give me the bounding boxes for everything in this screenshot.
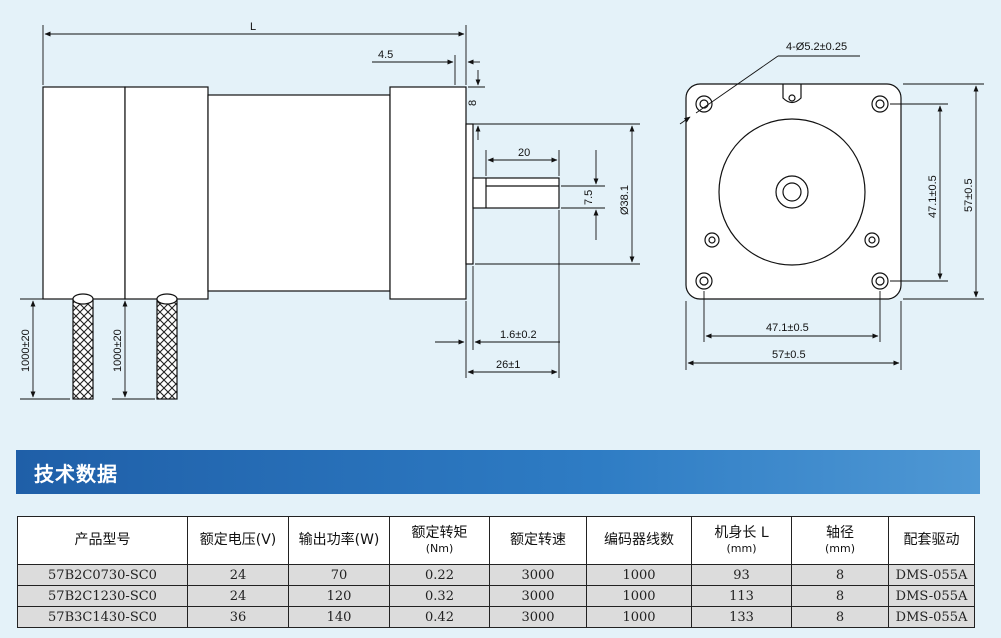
header-speed: 额定转速 — [489, 516, 587, 565]
side-view-labels: L 4.5 8 20 7.5 Ø38.1 1.6±0.2 26±1 1000±2… — [20, 21, 631, 372]
lead-wire-1 — [72, 298, 94, 400]
cell-model: 57B3C1430-SC0 — [17, 606, 188, 628]
cell-voltage: 36 — [187, 606, 289, 628]
side-hole — [868, 236, 876, 244]
flat-height-label: 7.5 — [583, 190, 595, 205]
header-driver: 配套驱动 — [888, 516, 975, 565]
cell-encoder: 1000 — [586, 585, 692, 607]
hole-pitch-h-label: 47.1±0.5 — [766, 322, 809, 334]
cell-shaft: 8 — [791, 564, 889, 586]
side-view — [42, 86, 560, 400]
flange-step-label: 8 — [467, 100, 479, 106]
mount-hole — [699, 99, 709, 109]
table-row: 57B3C1430-SC0 36 140 0.42 3000 1000 133 … — [17, 606, 975, 628]
cell-shaft: 8 — [791, 606, 889, 628]
mount-hole — [871, 272, 889, 290]
section-header: 技术数据 — [16, 450, 980, 494]
motor-technical-drawing: L 4.5 8 20 7.5 Ø38.1 1.6±0.2 26±1 1000±2… — [20, 21, 984, 400]
holes-label: 4-Ø5.2±0.25 — [786, 41, 847, 53]
side-view-dimensions — [20, 25, 640, 400]
front-view — [685, 83, 902, 300]
shaft-flat-label: 20 — [518, 147, 530, 159]
cell-speed: 3000 — [489, 564, 587, 586]
cell-model: 57B2C0730-SC0 — [17, 564, 188, 586]
header-length: 机身长 L(mm) — [691, 516, 792, 565]
cell-torque: 0.22 — [389, 564, 490, 586]
hole-pitch-v-label: 47.1±0.5 — [927, 175, 939, 218]
mount-hole — [871, 95, 889, 113]
side-hole — [864, 232, 880, 248]
cell-torque: 0.32 — [389, 585, 490, 607]
header-power: 输出功率(W) — [288, 516, 390, 565]
cell-power: 120 — [288, 585, 390, 607]
front-view-labels: 4-Ø5.2±0.25 47.1±0.5 57±0.5 47.1±0.5 57±… — [766, 41, 975, 361]
motor-body — [207, 94, 391, 292]
cell-driver: DMS-055A — [888, 564, 975, 586]
body-v-label: 57±0.5 — [963, 178, 975, 212]
mount-hole — [875, 276, 885, 286]
boss-label: 1.6±0.2 — [500, 329, 537, 341]
cell-length: 113 — [691, 585, 792, 607]
shaft — [472, 177, 560, 209]
cell-encoder: 1000 — [586, 564, 692, 586]
front-view-dimensions — [679, 55, 984, 370]
mount-hole — [699, 276, 709, 286]
header-encoder: 编码器线数 — [586, 516, 692, 565]
lead-length-label-2: 1000±20 — [112, 329, 124, 372]
side-hole — [708, 236, 716, 244]
spec-table: 产品型号 额定电压(V) 输出功率(W) 额定转矩(Nm) 额定转速 编码器线数… — [17, 516, 975, 628]
cell-voltage: 24 — [187, 585, 289, 607]
cell-power: 70 — [288, 564, 390, 586]
table-header-row: 产品型号 额定电压(V) 输出功率(W) 额定转矩(Nm) 额定转速 编码器线数… — [17, 516, 975, 565]
shaft-length-label: 26±1 — [496, 359, 520, 371]
rear-cap-ring — [124, 86, 209, 300]
shaft-boss — [775, 175, 809, 209]
stator-outline — [718, 118, 866, 266]
cell-speed: 3000 — [489, 606, 587, 628]
cell-voltage: 24 — [187, 564, 289, 586]
header-torque: 额定转矩(Nm) — [389, 516, 490, 565]
cell-torque: 0.42 — [389, 606, 490, 628]
cell-power: 140 — [288, 606, 390, 628]
mount-hole — [695, 95, 713, 113]
pilot-diameter-label: Ø38.1 — [619, 185, 631, 215]
front-flange — [389, 86, 467, 300]
cell-shaft: 8 — [791, 585, 889, 607]
mount-hole — [695, 272, 713, 290]
cell-model: 57B2C1230-SC0 — [17, 585, 188, 607]
cell-driver: DMS-055A — [888, 585, 975, 607]
shaft-end — [782, 182, 802, 202]
header-model: 产品型号 — [17, 516, 188, 565]
lead-wire-2 — [156, 298, 178, 400]
cell-length: 133 — [691, 606, 792, 628]
side-hole — [704, 232, 720, 248]
length-label: L — [250, 21, 256, 33]
flange-label: 4.5 — [378, 49, 393, 61]
mount-hole — [875, 99, 885, 109]
pilot-boss — [465, 123, 474, 265]
section-title: 技术数据 — [34, 461, 118, 486]
table-row: 57B2C0730-SC0 24 70 0.22 3000 1000 93 8 … — [17, 564, 975, 586]
lead-length-label-1: 1000±20 — [20, 329, 32, 372]
cell-speed: 3000 — [489, 585, 587, 607]
rear-cap — [42, 86, 126, 300]
body-h-label: 57±0.5 — [772, 349, 806, 361]
cell-length: 93 — [691, 564, 792, 586]
cell-driver: DMS-055A — [888, 606, 975, 628]
header-voltage: 额定电压(V) — [187, 516, 289, 565]
table-row: 57B2C1230-SC0 24 120 0.32 3000 1000 113 … — [17, 585, 975, 607]
header-shaft: 轴径(mm) — [791, 516, 889, 565]
cell-encoder: 1000 — [586, 606, 692, 628]
